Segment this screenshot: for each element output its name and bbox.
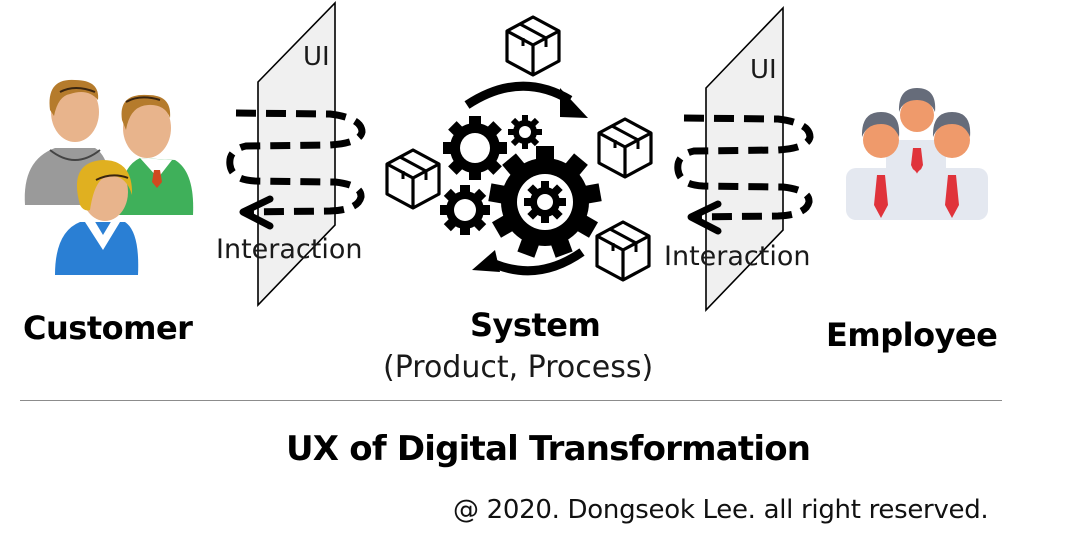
footer-title: UX of Digital Transformation [286, 429, 811, 469]
left-arrowhead-icon [239, 195, 274, 230]
left-ui-label: UI [303, 42, 330, 72]
customer-group-icon [24, 79, 194, 275]
system-sublabel: (Product, Process) [383, 350, 654, 385]
right-arrowhead-icon [687, 200, 722, 235]
right-ui-plane [705, 6, 784, 312]
left-ui-plane [257, 1, 336, 307]
employee-group-icon [846, 88, 988, 220]
customer-label: Customer [23, 309, 193, 347]
right-interaction-label: Interaction [664, 241, 811, 272]
right-interaction-spiral-icon [674, 114, 814, 221]
package-box-icon [505, 15, 561, 77]
package-box-icon [595, 220, 651, 282]
divider [20, 400, 1002, 401]
package-box-icon [385, 148, 441, 210]
right-ui-label: UI [750, 55, 777, 85]
gears-cycle-icon [440, 81, 602, 276]
system-label: System [470, 306, 601, 344]
copyright-text: @ 2020. Dongseok Lee. all right reserved… [453, 495, 989, 525]
employee-label: Employee [826, 316, 998, 354]
left-interaction-spiral-icon [226, 109, 366, 216]
left-interaction-label: Interaction [216, 234, 363, 265]
package-box-icon [597, 117, 653, 179]
